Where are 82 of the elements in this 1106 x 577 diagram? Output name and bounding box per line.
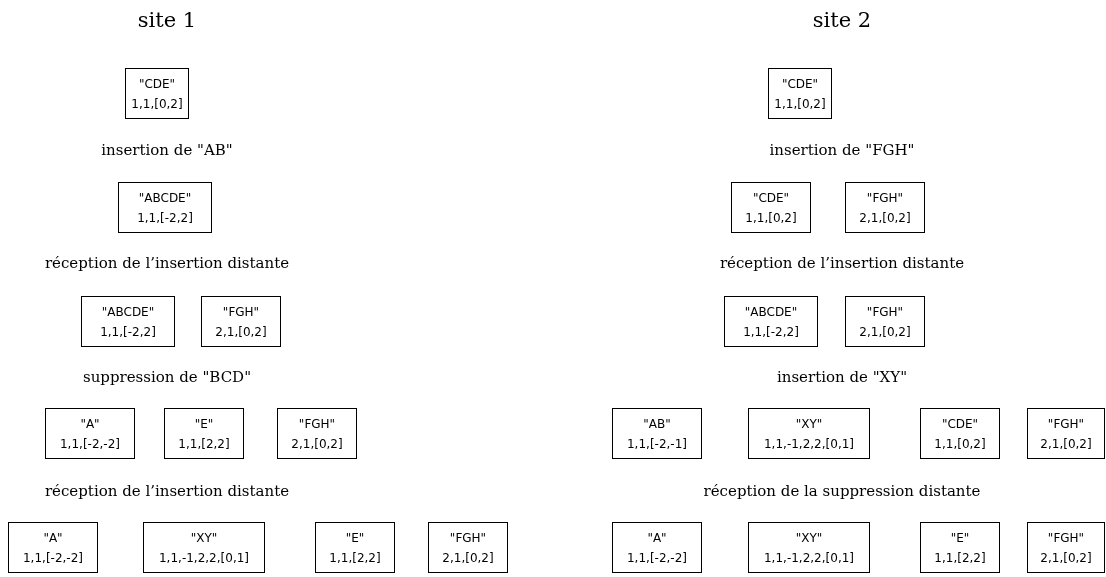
column-heading: site 1: [137, 8, 197, 32]
string-value: "ABCDE": [138, 189, 192, 207]
string-value: "CDE": [752, 189, 790, 207]
node-box: [724, 296, 818, 347]
identifier-label: 2,1,[0,2]: [1040, 549, 1092, 567]
identifier-label: 1,1,[-2,-2]: [23, 549, 83, 567]
step-label: réception de l’insertion distante: [44, 254, 290, 272]
node-box: [1027, 522, 1105, 573]
string-value: "FGH": [866, 189, 904, 207]
identifier-label: 1,1,[-2,-1]: [627, 435, 687, 453]
node-box: [164, 408, 244, 459]
node-box: [277, 408, 357, 459]
node-box: [201, 296, 281, 347]
string-value: "E": [345, 529, 365, 547]
node-box: [428, 522, 508, 573]
node-box: [143, 522, 265, 573]
node-box: [81, 296, 175, 347]
step-label: réception de l’insertion distante: [44, 482, 290, 500]
identifier-label: 1,1,[0,2]: [934, 435, 986, 453]
node-box: [920, 408, 1000, 459]
identifier-label: 1,1,[2,2]: [934, 549, 986, 567]
step-label: insertion de "XY": [776, 368, 908, 386]
node-box: [45, 408, 135, 459]
identifier-label: 1,1,-1,2,2,[0,1]: [159, 549, 249, 567]
string-value: "CDE": [138, 75, 176, 93]
identifier-label: 1,1,[0,2]: [774, 95, 826, 113]
identifier-label: 1,1,[-2,2]: [137, 209, 193, 227]
identifier-label: 2,1,[0,2]: [442, 549, 494, 567]
identifier-label: 1,1,[-2,2]: [100, 323, 156, 341]
identifier-label: 2,1,[0,2]: [1040, 435, 1092, 453]
string-value: "ABCDE": [101, 303, 155, 321]
step-label: suppression de "BCD": [82, 368, 252, 386]
string-value: "E": [950, 529, 970, 547]
node-box: [612, 408, 702, 459]
node-box: [125, 68, 189, 119]
identifier-label: 2,1,[0,2]: [859, 209, 911, 227]
identifier-label: 1,1,[-2,-2]: [60, 435, 120, 453]
identifier-label: 1,1,-1,2,2,[0,1]: [764, 549, 854, 567]
node-box: [315, 522, 395, 573]
identifier-label: 2,1,[0,2]: [215, 323, 267, 341]
string-value: "E": [194, 415, 214, 433]
step-label: insertion de "AB": [101, 141, 233, 159]
string-value: "FGH": [1047, 415, 1085, 433]
identifier-label: 1,1,[0,2]: [131, 95, 183, 113]
string-value: "FGH": [222, 303, 260, 321]
node-box: [612, 522, 702, 573]
string-value: "CDE": [941, 415, 979, 433]
identifier-label: 1,1,-1,2,2,[0,1]: [764, 435, 854, 453]
node-box: [845, 296, 925, 347]
string-value: "A": [43, 529, 63, 547]
node-box: [731, 182, 811, 233]
identifier-label: 2,1,[0,2]: [859, 323, 911, 341]
step-label: réception de l’insertion distante: [719, 254, 965, 272]
node-box: [748, 408, 870, 459]
string-value: "A": [80, 415, 100, 433]
string-value: "FGH": [1047, 529, 1085, 547]
identifier-label: 1,1,[2,2]: [329, 549, 381, 567]
node-box: [1027, 408, 1105, 459]
identifier-label: 1,1,[0,2]: [745, 209, 797, 227]
string-value: "CDE": [781, 75, 819, 93]
step-label: réception de la suppression distante: [703, 482, 981, 500]
string-value: "AB": [643, 415, 671, 433]
identifier-label: 2,1,[0,2]: [291, 435, 343, 453]
node-box: [118, 182, 212, 233]
string-value: "XY": [795, 529, 823, 547]
node-box: [8, 522, 98, 573]
string-value: "XY": [190, 529, 218, 547]
string-value: "XY": [795, 415, 823, 433]
node-box: [845, 182, 925, 233]
string-value: "ABCDE": [744, 303, 798, 321]
identifier-label: 1,1,[-2,2]: [743, 323, 799, 341]
string-value: "A": [647, 529, 667, 547]
column-heading: site 2: [812, 8, 872, 32]
node-box: [768, 68, 832, 119]
identifier-label: 1,1,[-2,-2]: [627, 549, 687, 567]
string-value: "FGH": [298, 415, 336, 433]
string-value: "FGH": [449, 529, 487, 547]
node-box: [920, 522, 1000, 573]
identifier-label: 1,1,[2,2]: [178, 435, 230, 453]
step-label: insertion de "FGH": [769, 141, 915, 159]
node-box: [748, 522, 870, 573]
string-value: "FGH": [866, 303, 904, 321]
